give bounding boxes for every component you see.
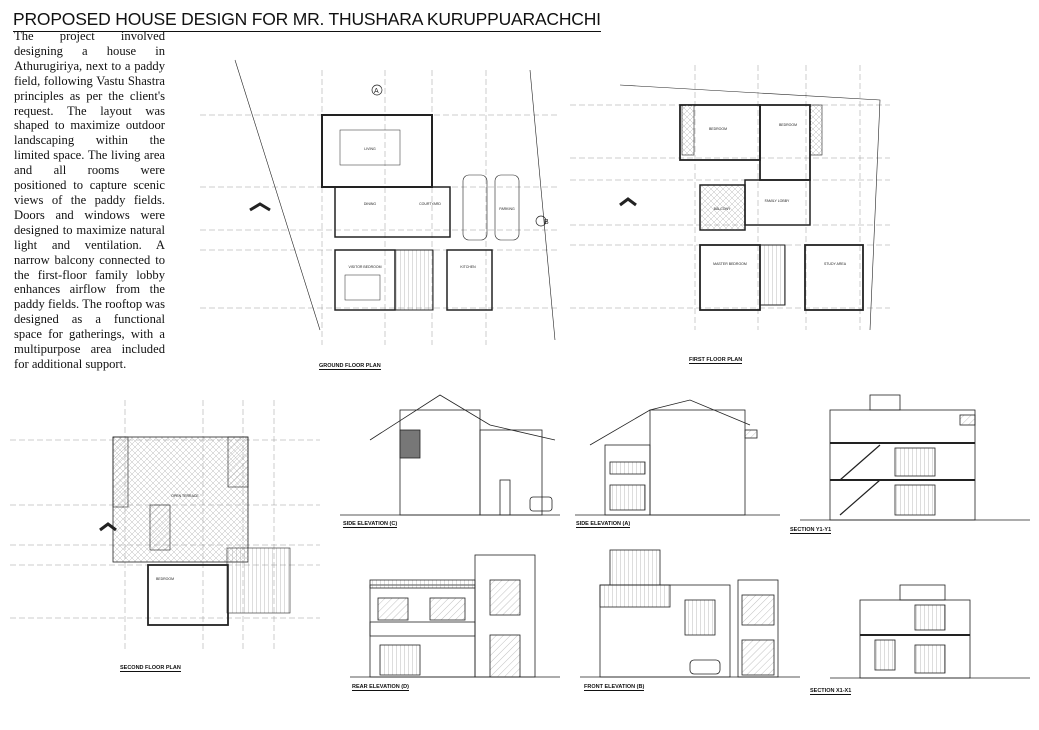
rear-elevation-label: REAR ELEVATION (D): [352, 684, 409, 691]
section-y1-label: SECTION Y1-Y1: [790, 527, 832, 534]
room-bedroom-2: BEDROOM: [779, 123, 797, 127]
second-floor-plan-label: SECOND FLOOR PLAN: [120, 665, 181, 672]
ground-floor-plan: A B LIVING DINING COURTYARD VISITOR BEDR…: [200, 59, 560, 345]
ground-floor-plan-label: GROUND FLOOR PLAN: [319, 363, 381, 370]
section-x1-drawing: [830, 584, 1030, 679]
section-mark-a: A: [374, 88, 379, 95]
section-mark-b: B: [544, 219, 549, 226]
sheet-title: PROPOSED HOUSE DESIGN FOR MR. THUSHARA K…: [13, 9, 601, 32]
room-parking: PARKING: [499, 207, 515, 211]
room-master-bedroom: MASTER BEDROOM: [713, 262, 747, 266]
room-open-terrace: OPEN TERRACE: [171, 494, 199, 498]
first-floor-plan-label: FIRST FLOOR PLAN: [689, 357, 743, 364]
room-dining: DINING: [364, 202, 377, 206]
side-elevation-c-drawing: [340, 394, 560, 516]
side-elevation-a-drawing: [575, 399, 780, 516]
front-elevation-label: FRONT ELEVATION (B): [584, 684, 645, 691]
room-kitchen: KITCHEN: [460, 265, 476, 269]
room-family-lobby: FAMILY LOBBY: [765, 199, 790, 203]
side-elevation-a-label: SIDE ELEVATION (A): [576, 521, 631, 528]
room-living: LIVING: [364, 147, 376, 151]
section-y1-drawing: [800, 394, 1030, 521]
rear-elevation-drawing: [350, 554, 560, 678]
room-visitor-bedroom: VISITOR BEDROOM: [349, 265, 382, 269]
side-elevation-c-label: SIDE ELEVATION (C): [343, 521, 398, 528]
room-balcony: BALCONY: [714, 207, 731, 211]
second-floor-plan: OPEN TERRACE BEDROOM: [10, 400, 320, 650]
room-study-area: STUDY AREA: [824, 262, 847, 266]
room-courtyard: COURTYARD: [419, 202, 441, 206]
front-elevation-drawing: [580, 549, 800, 678]
first-floor-plan: BEDROOM BEDROOM FAMILY LOBBY BALCONY MAS…: [570, 65, 890, 331]
room-bedroom-1: BEDROOM: [709, 127, 727, 131]
room-bedroom-second: BEDROOM: [156, 577, 174, 581]
section-x1-label: SECTION X1-X1: [810, 688, 852, 695]
project-description: The project involved designing a house i…: [14, 29, 165, 371]
